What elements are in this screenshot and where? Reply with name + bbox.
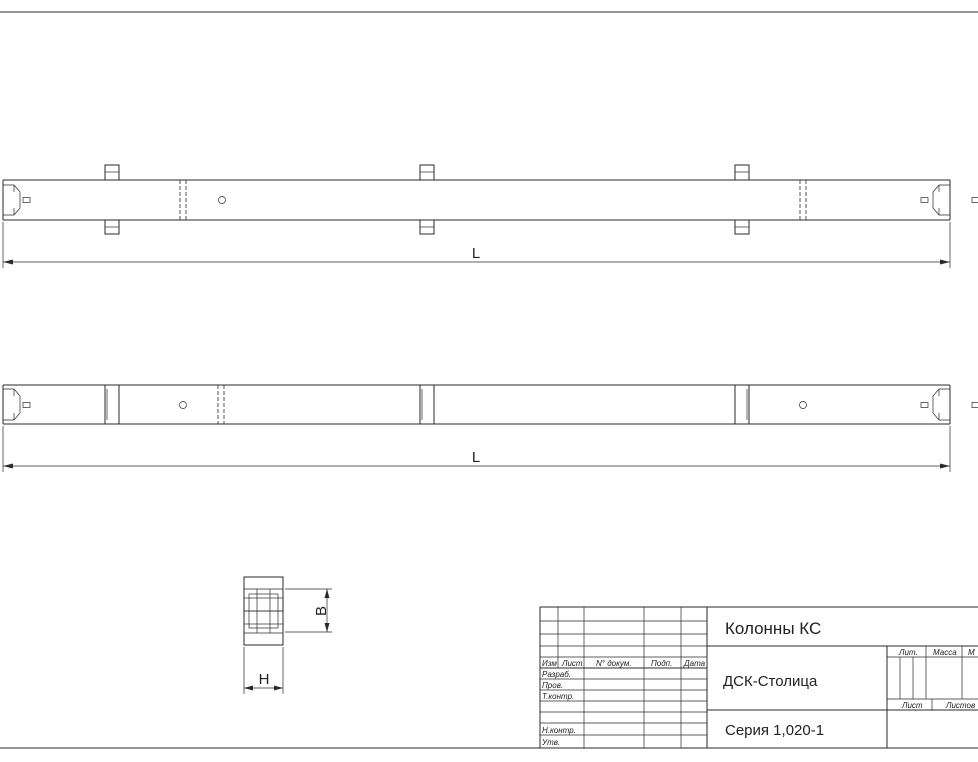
lifting-hole-icon xyxy=(799,401,807,409)
lifting-hole-icon xyxy=(218,196,226,204)
lifting-hole-icon xyxy=(179,401,187,409)
column-cross-section xyxy=(243,576,284,646)
section-height-label: B xyxy=(313,606,330,616)
section-height-dimension xyxy=(285,588,332,633)
header-mass: Масса xyxy=(933,648,957,657)
title-text: Колонны КС xyxy=(725,619,821,638)
header-date: Дата xyxy=(683,659,706,668)
column-top-view xyxy=(2,164,978,235)
title-block xyxy=(539,606,978,748)
section-width-label: H xyxy=(259,671,270,688)
row-label-tech-control: Т.контр. xyxy=(542,692,574,701)
sheets-total-label: Листов xyxy=(945,701,975,710)
series-text: Серия 1,020-1 xyxy=(725,722,824,739)
header-doc-no: N° докум. xyxy=(596,659,632,668)
header-signature: Подп. xyxy=(651,659,672,668)
sheet-label: Лист xyxy=(901,701,923,710)
side-view-dimension xyxy=(2,426,951,472)
top-view-dimension xyxy=(2,222,951,268)
header-list: Лист xyxy=(561,659,583,668)
row-label-approved: Утв. xyxy=(541,738,560,747)
row-label-norm-control: Н.контр. xyxy=(542,726,576,735)
section-width-dimension xyxy=(243,647,284,694)
header-lit: Лит. xyxy=(898,648,918,657)
organization-text: ДСК-Столица xyxy=(723,673,818,690)
top-view-length-label: L xyxy=(472,245,480,262)
header-scale: М xyxy=(968,648,975,657)
side-view-length-label: L xyxy=(472,449,480,466)
column-side-view xyxy=(2,384,978,425)
row-label-developed: Разраб. xyxy=(542,670,571,679)
header-izm: Изм xyxy=(542,659,557,668)
row-label-checked: Пров. xyxy=(542,681,563,690)
